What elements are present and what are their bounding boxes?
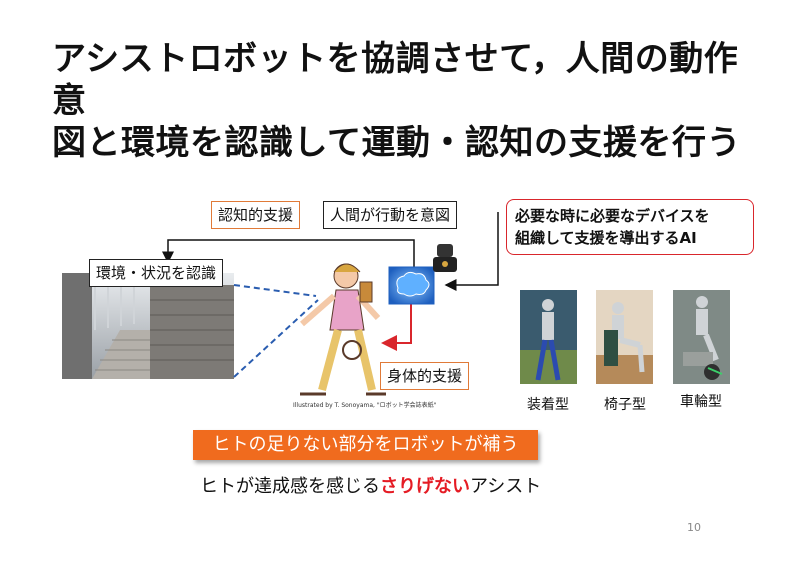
slide-title-line-2: 図と環境を認識して運動・認知の支援を行う bbox=[52, 123, 741, 163]
robot-device-icon bbox=[433, 244, 457, 272]
ai-callout-line-1: 必要な時に必要なデバイスを bbox=[515, 207, 710, 225]
illustration-credit: Illustrated by T. Sonoyama, "ロボット学会誌表紙" bbox=[293, 402, 437, 409]
environment-recognition-label: 環境・状況を認識 bbox=[89, 259, 224, 287]
wheeled-robot-photo bbox=[673, 290, 730, 384]
robot-type-label-wheeled: 車輪型 bbox=[680, 394, 722, 410]
slide-title: アシストロボットを協調させて，人間の動作意 図と環境を認識して運動・認知の支援を… bbox=[52, 38, 772, 164]
ai-callout-line-2: 組織して支援を導出するAI bbox=[515, 229, 697, 247]
chair-robot-photo bbox=[596, 290, 653, 384]
ai-callout: 必要な時に必要なデバイスを 組織して支援を導出するAI bbox=[506, 199, 754, 255]
tagline-highlight: さりげない bbox=[380, 476, 470, 497]
wearable-robot-photo bbox=[520, 290, 577, 384]
tagline-after: アシスト bbox=[470, 476, 542, 497]
stairs-photo bbox=[62, 273, 234, 379]
tagline-before: ヒトが達成感を感じる bbox=[200, 476, 380, 497]
assisted-person-illustration bbox=[300, 263, 386, 396]
physical-support-label: 身体的支援 bbox=[380, 362, 470, 390]
cognitive-support-label: 認知的支援 bbox=[211, 201, 301, 229]
robot-type-label-wearable: 装着型 bbox=[527, 397, 569, 413]
human-intent-label: 人間が行動を意図 bbox=[323, 201, 458, 229]
tagline: ヒトが達成感を感じるさりげないアシスト bbox=[200, 472, 620, 498]
brain-icon bbox=[388, 266, 435, 305]
robot-type-label-chair: 椅子型 bbox=[604, 397, 646, 413]
page-number: 10 bbox=[687, 521, 701, 534]
connector-lines bbox=[162, 212, 499, 378]
summary-banner: ヒトの足りない部分をロボットが補う bbox=[193, 430, 538, 460]
slide-title-line-1: アシストロボットを協調させて，人間の動作意 bbox=[52, 39, 739, 121]
